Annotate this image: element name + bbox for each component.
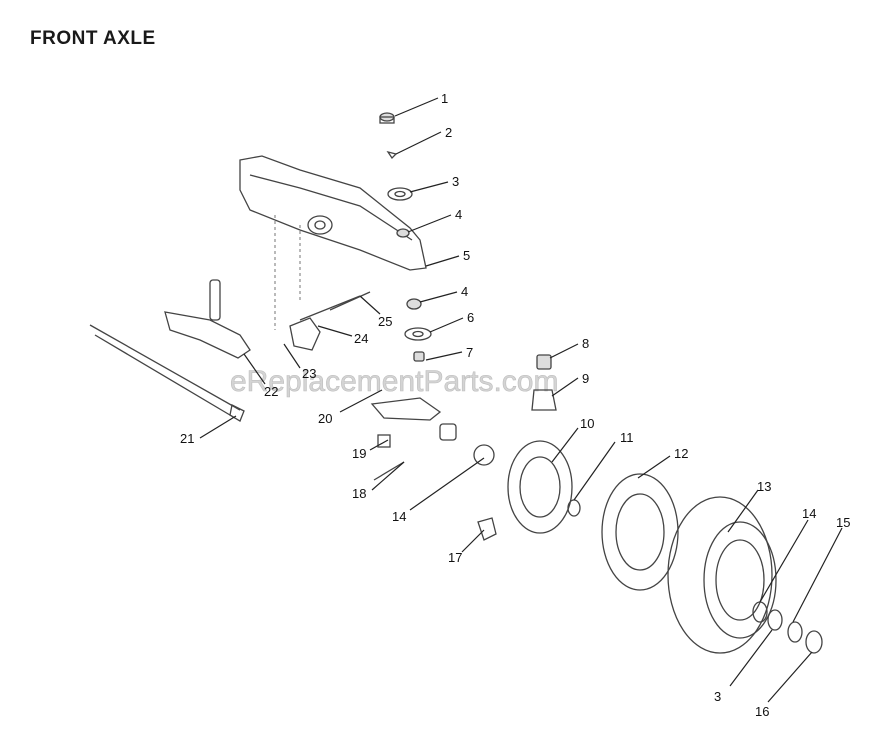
pivot-hardware xyxy=(379,112,432,362)
callout-1: 1 xyxy=(441,91,448,106)
callout-25: 25 xyxy=(378,314,392,329)
wheel-rim xyxy=(601,473,679,591)
spindle-parts xyxy=(370,354,557,541)
callout-labels: 1 2 3 4 5 4 6 7 8 9 10 11 12 13 14 15 3 … xyxy=(180,91,850,719)
callout-3: 3 xyxy=(452,174,459,189)
diagram-title: FRONT AXLE xyxy=(30,28,156,49)
outer-hardware xyxy=(752,601,823,654)
callout-7: 7 xyxy=(466,345,473,360)
callout-18: 18 xyxy=(352,486,366,501)
callout-19: 19 xyxy=(352,446,366,461)
callout-12: 12 xyxy=(674,446,688,461)
callout-10: 10 xyxy=(580,416,594,431)
watermark: eReplacementParts.com xyxy=(230,365,558,398)
callout-5: 5 xyxy=(463,248,470,263)
callout-13: 13 xyxy=(757,479,771,494)
callout-15: 15 xyxy=(836,515,850,530)
wheel-hub xyxy=(473,440,581,534)
callout-leaders xyxy=(199,97,843,703)
steering-linkage xyxy=(89,279,371,422)
callout-14b: 14 xyxy=(392,509,406,524)
callout-8: 8 xyxy=(582,336,589,351)
callout-2: 2 xyxy=(445,125,452,140)
callout-17: 17 xyxy=(448,550,462,565)
callout-22: 22 xyxy=(264,384,278,399)
callout-9: 9 xyxy=(582,371,589,386)
callout-11: 11 xyxy=(620,430,634,445)
callout-4: 4 xyxy=(455,207,462,222)
callout-23: 23 xyxy=(302,366,316,381)
tire xyxy=(667,496,777,654)
callout-21: 21 xyxy=(180,431,194,446)
callout-14: 14 xyxy=(802,506,816,521)
callout-6: 6 xyxy=(467,310,474,325)
callout-4b: 4 xyxy=(461,284,468,299)
callout-24: 24 xyxy=(354,331,368,346)
callout-16: 16 xyxy=(755,704,769,719)
callout-3b: 3 xyxy=(714,689,721,704)
axle-beam xyxy=(239,155,427,330)
callout-20: 20 xyxy=(318,411,332,426)
